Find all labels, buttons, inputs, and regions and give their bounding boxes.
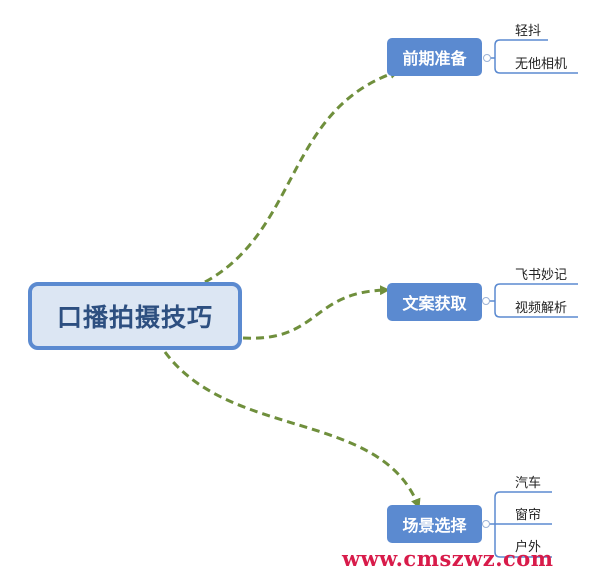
branch-node-1[interactable]: 前期准备 [387,38,482,76]
branch-node-3-label: 场景选择 [402,516,467,535]
collapse-toggle-branch-1[interactable] [483,54,491,62]
connector-root-to-branch-1 [204,69,400,284]
branch-node-2-label: 文案获取 [402,294,467,313]
connector-root-to-branch-3 [163,351,421,509]
leaf-branch-1-item-1[interactable]: 轻抖 [515,24,542,39]
leaf-branch-3-item-3[interactable]: 户外 [515,540,542,555]
leaf-branch-2-item-1[interactable]: 飞书妙记 [515,268,568,283]
branch-node-2[interactable]: 文案获取 [387,283,482,321]
collapse-toggle-branch-2[interactable] [482,297,490,305]
collapse-toggle-branch-3[interactable] [482,520,490,528]
branch-node-3[interactable]: 场景选择 [387,505,482,543]
leaf-lines-branch-3 [487,491,552,558]
leaf-branch-1-item-2[interactable]: 无他相机 [515,57,568,72]
branch-node-1-label: 前期准备 [402,49,467,68]
leaf-branch-2-item-2[interactable]: 视频解析 [515,301,568,316]
leaf-branch-3-item-1[interactable]: 汽车 [515,476,542,491]
leaf-branch-3-item-2[interactable]: 窗帘 [515,508,542,523]
root-node[interactable]: 口播拍摄技巧 [28,282,242,350]
connector-root-to-branch-2 [242,285,390,340]
root-node-label: 口播拍摄技巧 [56,303,213,332]
watermark-text: www.cmszwz.com [342,546,554,571]
